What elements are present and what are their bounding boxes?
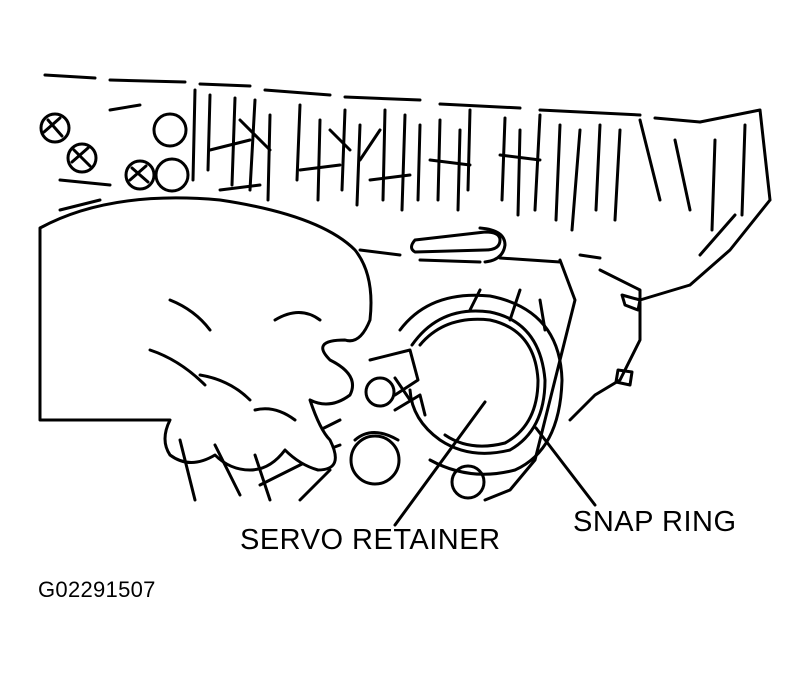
transmission-case [43, 73, 772, 502]
snap-ring-leader [534, 426, 597, 507]
servo-retainer [398, 293, 564, 500]
snap-ring-label: SNAP RING [573, 506, 737, 538]
servo-retainer-leader [393, 400, 487, 527]
figure-code: G02291507 [38, 577, 156, 602]
bolt-heads [39, 112, 190, 193]
leader-lines [393, 400, 597, 527]
hand [38, 196, 373, 502]
servo-retainer-label: SERVO RETAINER [240, 524, 501, 556]
